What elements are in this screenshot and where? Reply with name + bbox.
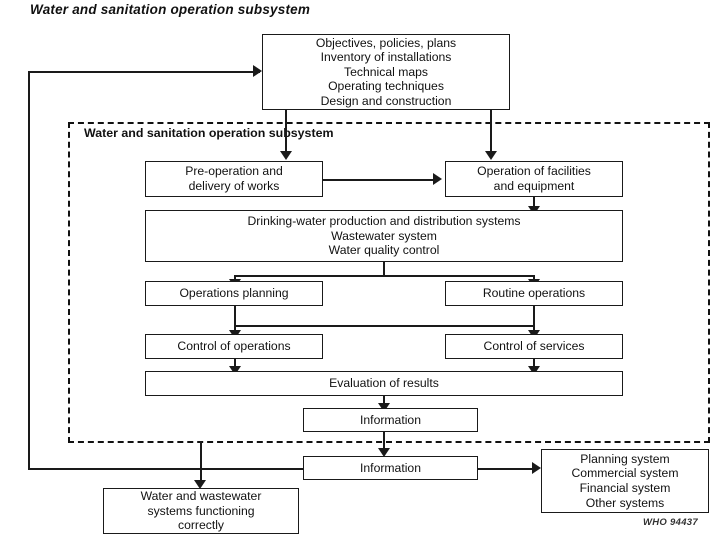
operation-to-production-line [533, 197, 535, 210]
feedback-top-line [28, 71, 260, 74]
to-water-wastewater-line [200, 441, 203, 486]
control-services-to-evaluation-line [533, 359, 535, 369]
information-inner-to-outer-arrow-icon [378, 448, 390, 457]
control-services-to-evaluation-arrow-icon [528, 366, 540, 375]
box-evaluation-of-results: Evaluation of results [145, 371, 623, 396]
page-title: Water and sanitation operation subsystem [30, 2, 311, 17]
subsystem-dashed-region [68, 122, 710, 443]
feedback-arrow-icon [253, 65, 262, 77]
planning-merge-stem [234, 306, 236, 326]
production-split-stem [383, 262, 385, 276]
evaluation-to-information-arrow-icon [378, 403, 390, 412]
box-water-wastewater-functioning: Water and wastewater systems functioning… [103, 488, 299, 534]
box-production-systems: Drinking-water production and distributi… [145, 210, 623, 262]
objectives-to-operation-arrow-icon [485, 151, 497, 160]
preoperation-to-operation-line [323, 179, 436, 181]
box-objectives: Objectives, policies, plans Inventory of… [262, 34, 510, 110]
box-information-outer: Information [303, 456, 478, 480]
preoperation-to-operation-arrow-icon [433, 173, 442, 185]
information-to-other-systems-arrow-icon [532, 462, 541, 474]
controls-split-bar [234, 325, 534, 327]
evaluation-to-information-line [383, 396, 385, 406]
control-operations-to-evaluation-arrow-icon [229, 366, 241, 375]
objectives-to-preoperation-line [285, 110, 287, 154]
control-operations-to-evaluation-line [234, 359, 236, 369]
to-water-wastewater-arrow-icon [194, 480, 206, 489]
box-routine-operations: Routine operations [445, 281, 623, 306]
feedback-left-line [28, 71, 31, 470]
box-operation-of-facilities: Operation of facilities and equipment [445, 161, 623, 197]
feedback-bottom-line [28, 468, 303, 471]
routine-merge-stem [533, 306, 535, 326]
to-control-operations-line [234, 325, 236, 333]
to-control-services-line [533, 325, 535, 333]
information-to-other-systems-line [478, 468, 535, 470]
objectives-to-operation-line [490, 110, 492, 154]
information-inner-to-outer-line [383, 432, 385, 454]
box-other-systems: Planning system Commercial system Financ… [541, 449, 709, 513]
who-code-label: WHO 94437 [643, 517, 698, 528]
box-operations-planning: Operations planning [145, 281, 323, 306]
box-control-of-operations: Control of operations [145, 334, 323, 359]
box-pre-operation: Pre-operation and delivery of works [145, 161, 323, 197]
subsystem-region-label: Water and sanitation operation subsystem [84, 126, 334, 140]
production-split-bar [234, 275, 534, 277]
objectives-to-preoperation-arrow-icon [280, 151, 292, 160]
box-information-inner: Information [303, 408, 478, 432]
box-control-of-services: Control of services [445, 334, 623, 359]
